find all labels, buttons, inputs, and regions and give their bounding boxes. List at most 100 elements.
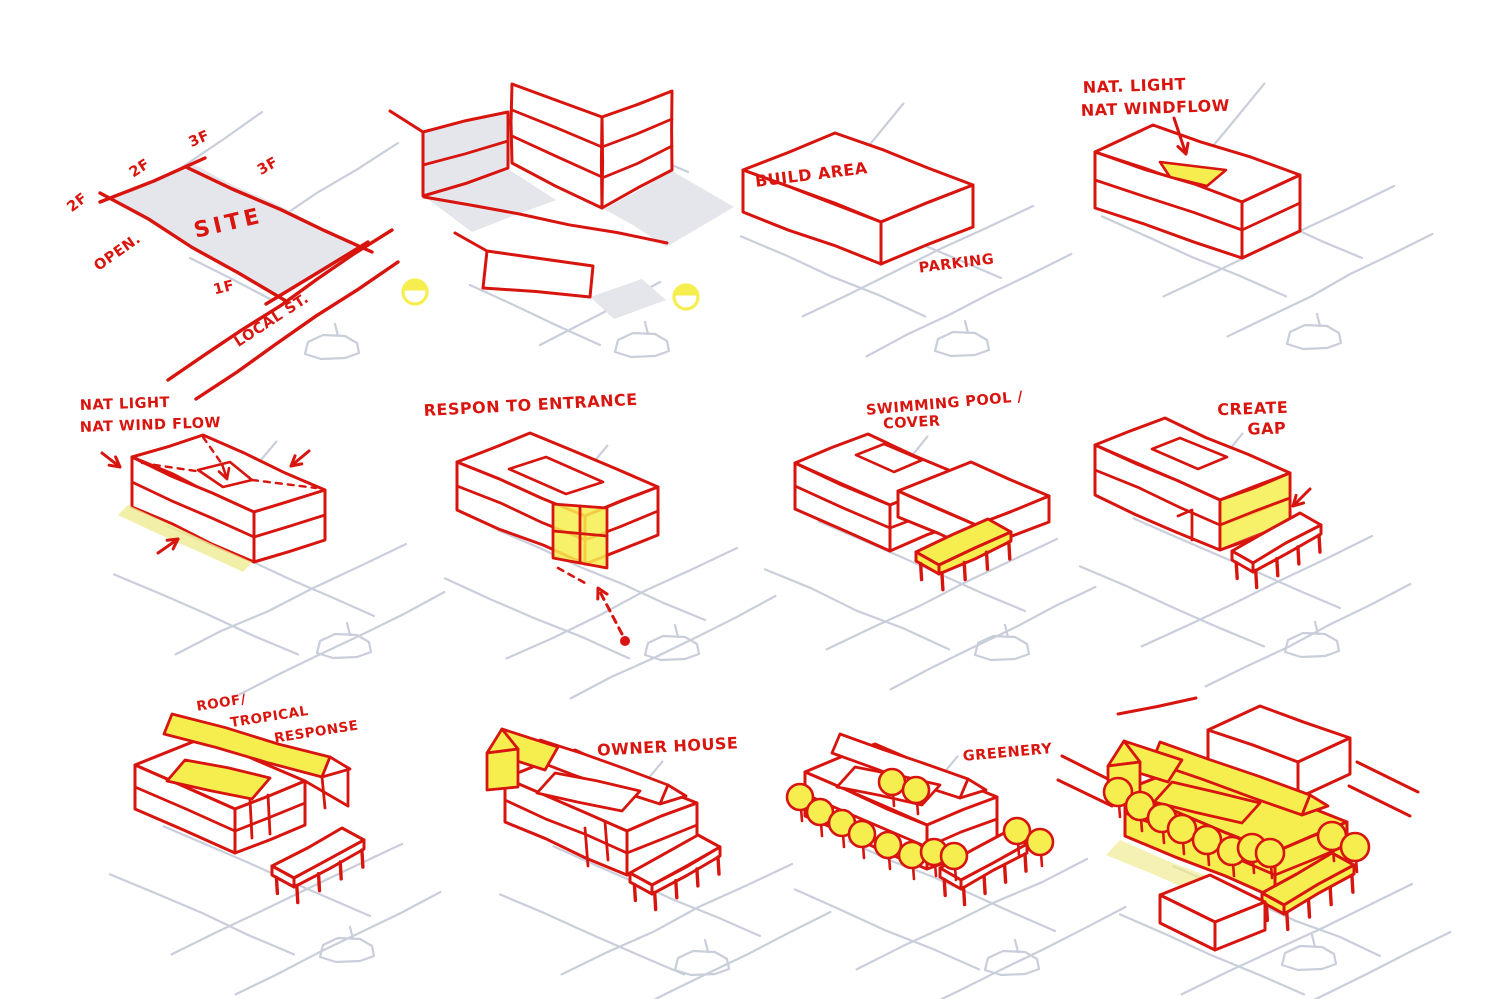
street-line — [793, 888, 981, 971]
building-side — [879, 183, 975, 266]
street-line — [112, 573, 300, 656]
red-street — [1056, 778, 1114, 808]
tree-icon — [1191, 824, 1223, 856]
pool-leg — [1306, 898, 1312, 919]
ground-edge — [388, 109, 425, 134]
pool-leg — [1285, 910, 1290, 932]
site-edge — [184, 165, 374, 254]
pool-leg — [1254, 568, 1259, 590]
street-line — [1204, 582, 1412, 688]
step-edge — [1176, 508, 1194, 542]
street-line — [865, 252, 1073, 358]
pool-leg — [274, 875, 280, 896]
pool-leg — [1007, 540, 1012, 561]
car-antenna — [1315, 312, 1322, 328]
ground-edge — [453, 231, 489, 253]
street-line — [174, 542, 408, 656]
street-line — [443, 577, 631, 660]
story-line — [510, 108, 604, 149]
entry-arrow-head — [596, 586, 609, 601]
context-wall — [481, 249, 595, 299]
link-edge — [583, 826, 590, 868]
tree-icon — [785, 782, 815, 812]
tree-icon — [877, 767, 907, 797]
roof-front — [165, 758, 272, 801]
hidden-edge — [140, 461, 198, 473]
car-icon — [1280, 944, 1338, 972]
pool-edge — [292, 838, 366, 889]
panel-greenery — [785, 732, 1127, 999]
wind-arrow — [1172, 116, 1188, 156]
roof-gable — [1300, 793, 1330, 817]
sun-icon-fill — [674, 283, 698, 296]
street-line — [939, 905, 1127, 999]
street-line — [889, 585, 1097, 691]
pool-leg — [653, 890, 658, 912]
courtyard-void — [1150, 436, 1229, 471]
street-line — [498, 893, 686, 976]
car-icon — [613, 331, 671, 359]
car-antenna — [963, 319, 970, 335]
car-antenna — [643, 320, 650, 336]
pool-leg — [674, 879, 679, 900]
roof-gable — [658, 783, 688, 806]
street-line — [188, 256, 274, 302]
panel-roof — [108, 712, 442, 996]
site-edge — [264, 240, 370, 306]
panel-context-extrusion — [388, 82, 734, 359]
road-line — [194, 260, 400, 401]
sketch-art-layer — [98, 82, 1452, 999]
pool-leg — [1328, 885, 1333, 907]
street-line — [1226, 232, 1434, 338]
car-icon — [643, 634, 701, 662]
panel-nat-light-side — [100, 433, 446, 696]
pool-leg — [982, 874, 987, 896]
street-line — [569, 594, 777, 700]
street-line — [825, 537, 1059, 651]
panel-build-area — [739, 102, 1073, 358]
site-edge — [98, 156, 207, 204]
story-line — [130, 480, 327, 539]
wind-arrow — [156, 537, 180, 555]
pool-edge — [937, 530, 1013, 576]
pool-edge — [1282, 863, 1356, 916]
wind-arrow-head — [289, 454, 304, 468]
tree-icon — [1254, 837, 1286, 869]
street-line — [763, 568, 951, 651]
red-street — [1116, 696, 1198, 716]
street-line — [1313, 930, 1452, 999]
car-antenna — [1013, 938, 1020, 954]
street-line — [238, 590, 446, 696]
gap-arrow — [1291, 487, 1312, 508]
panel-final-composite — [1056, 696, 1452, 999]
car-antenna — [348, 925, 355, 941]
red-street — [1347, 784, 1412, 818]
street-line — [162, 825, 372, 918]
roof-front — [535, 771, 642, 813]
pool-leg — [1350, 873, 1355, 894]
tree-icon — [1002, 816, 1032, 846]
street-line — [855, 857, 1089, 971]
wind-arrow-head — [107, 455, 122, 469]
shadow — [425, 169, 556, 232]
pool-edge — [650, 845, 722, 896]
shadow — [590, 279, 666, 319]
pool-leg — [940, 571, 945, 592]
courtyard-void — [854, 442, 924, 474]
car-icon — [1283, 631, 1341, 659]
street-line — [560, 862, 794, 976]
roof-gable — [958, 777, 988, 800]
roof-gable — [320, 755, 352, 779]
pool-leg — [295, 883, 300, 905]
street-line — [275, 141, 400, 222]
pool-leg — [338, 860, 343, 881]
car-icon — [673, 949, 731, 977]
street-line — [739, 235, 927, 318]
pool-leg — [360, 848, 365, 869]
tree-icon — [873, 830, 903, 860]
street-line — [1078, 565, 1266, 648]
pool-leg — [1002, 863, 1008, 884]
pool-leg — [962, 560, 967, 582]
